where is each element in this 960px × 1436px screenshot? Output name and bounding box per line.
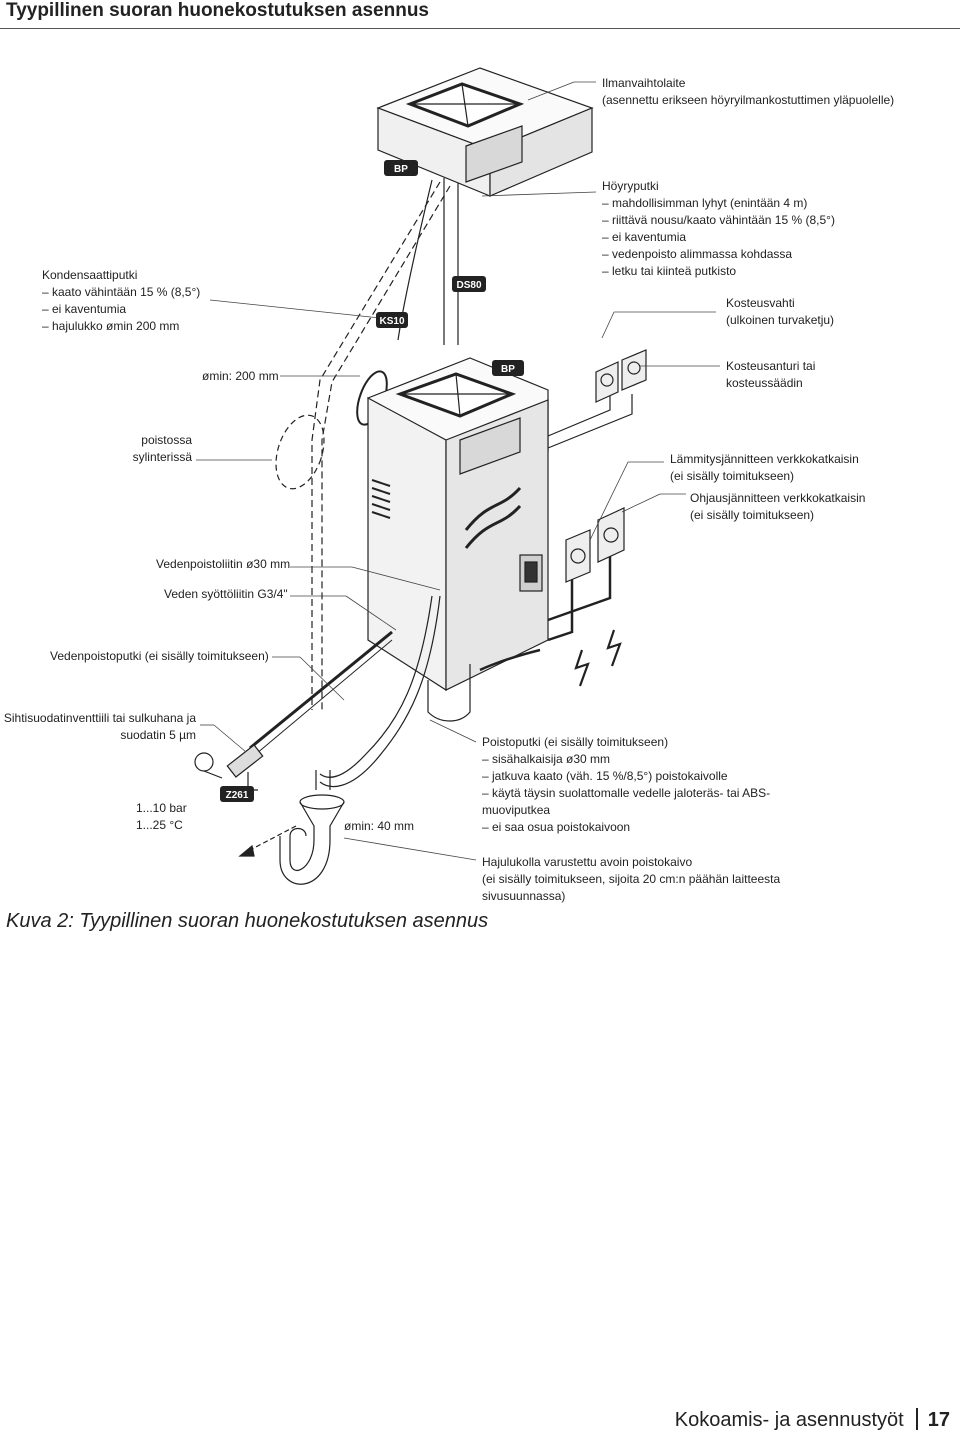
svg-text:Z261: Z261 xyxy=(226,790,249,801)
badge-bp-mid: BP xyxy=(492,360,524,376)
ventilation-unit xyxy=(376,67,594,197)
svg-text:BP: BP xyxy=(394,164,408,175)
label-supply-connector: Veden syöttöliitin G3/4" xyxy=(164,587,288,601)
badge-ks10: KS10 xyxy=(376,312,408,328)
floor-drain-trap xyxy=(238,794,345,885)
label-humidity-sensor: Kosteusanturi tai kosteussäädin xyxy=(726,359,816,390)
label-cylinder-drain: poistossa sylinterissä xyxy=(132,433,192,464)
page-title: Tyypillinen suoran huonekostutuksen asen… xyxy=(6,0,430,21)
label-min-40: ømin: 40 mm xyxy=(344,819,415,833)
footer-separator xyxy=(915,1408,918,1430)
badge-z261: Z261 xyxy=(220,786,254,802)
page-number: 17 xyxy=(927,1409,950,1431)
humidity-sensor xyxy=(595,349,647,403)
label-condensate-pipe: Kondensaattiputki – kaato vähintään 15 %… xyxy=(42,268,201,333)
label-steam-pipe: Höyryputki – mahdollisimman lyhyt (enint… xyxy=(602,179,835,278)
badge-ds80: DS80 xyxy=(452,276,486,292)
label-pressure-range: 1...10 bar 1...25 °C xyxy=(136,801,187,832)
label-ventilation-unit: Ilmanvaihtolaite (asennettu erikseen höy… xyxy=(602,76,895,107)
label-floor-drain: Hajulukolla varustettu avoin poistokaivo… xyxy=(482,855,781,903)
label-outlet-pipe: Poistoputki (ei sisälly toimitukseen) – … xyxy=(482,735,771,834)
label-drain-pipe: Vedenpoistoputki (ei sisälly toimituksee… xyxy=(50,649,269,663)
svg-text:KS10: KS10 xyxy=(379,316,404,327)
svg-text:BP: BP xyxy=(501,364,515,375)
footer-section: Kokoamis- ja asennustyöt xyxy=(674,1409,904,1431)
title-divider xyxy=(0,28,960,29)
page-footer: Kokoamis- ja asennustyöt 17 xyxy=(675,1408,950,1432)
svg-text:DS80: DS80 xyxy=(456,280,481,291)
label-heating-switch: Lämmitysjännitteen verkkokatkaisin (ei s… xyxy=(670,452,859,483)
power-supply-icon xyxy=(574,629,622,687)
disconnect-switches xyxy=(565,507,625,583)
label-control-switch: Ohjausjännitteen verkkokatkaisin (ei sis… xyxy=(690,491,866,522)
label-strainer-valve: Sihtisuodatinventtiili tai sulkuhana ja … xyxy=(3,711,196,742)
humidifier-unit xyxy=(366,357,549,722)
label-min-200: ømin: 200 mm xyxy=(202,369,279,383)
figure-caption: Kuva 2: Tyypillinen suoran huonekostutuk… xyxy=(6,910,489,932)
label-humidity-limiter: Kosteusvahti (ulkoinen turvaketju) xyxy=(726,296,835,327)
label-drain-connector: Vedenpoistoliitin ø30 mm xyxy=(156,557,291,571)
badge-bp-top: BP xyxy=(384,160,418,176)
water-supply-line xyxy=(194,630,393,791)
